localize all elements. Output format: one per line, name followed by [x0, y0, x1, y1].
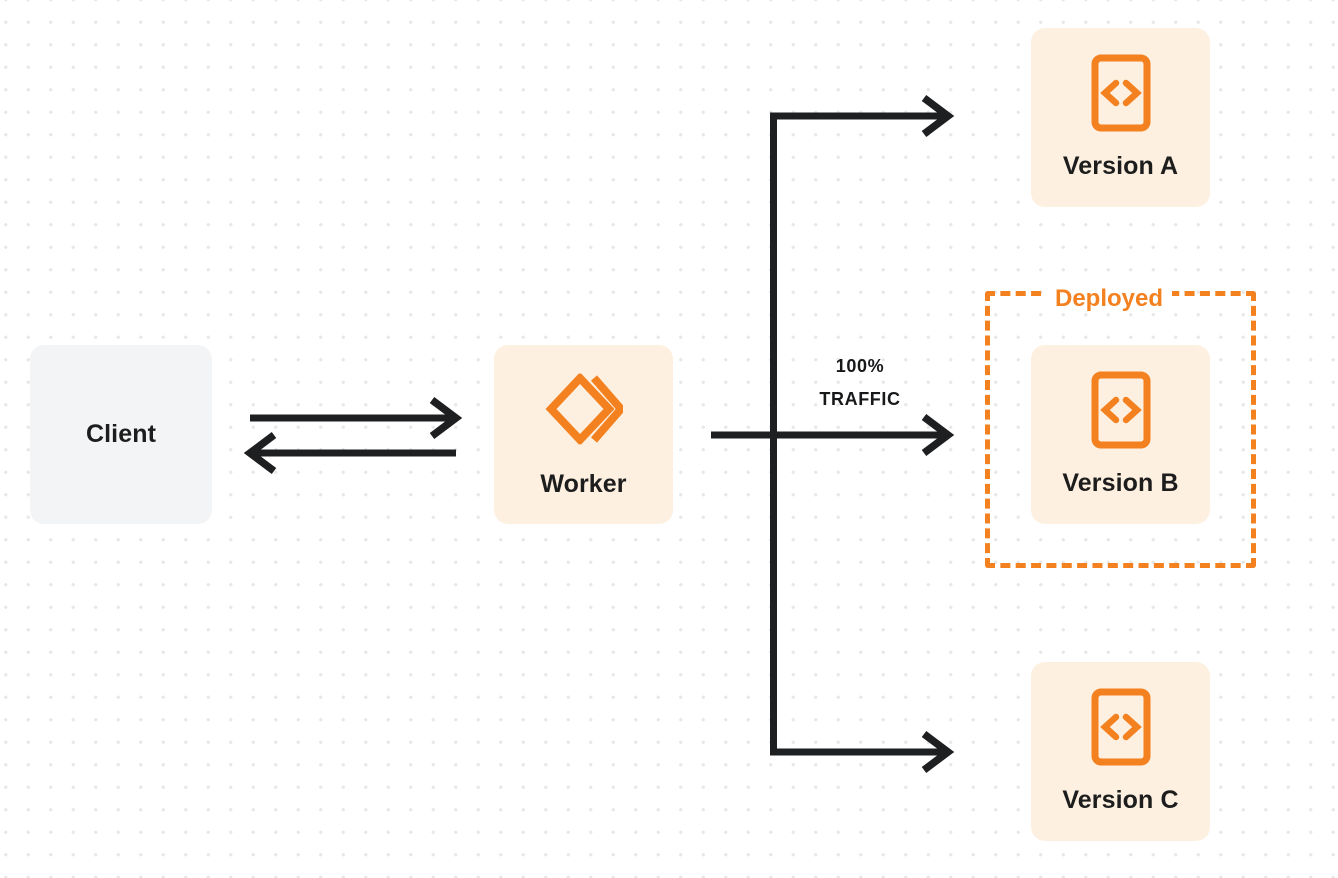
node-worker-label: Worker	[540, 470, 627, 498]
node-version-a[interactable]: Version A	[1031, 28, 1210, 207]
arrow-client-to-worker	[250, 397, 463, 439]
node-version-c-label: Version C	[1062, 786, 1179, 814]
code-file-icon	[1091, 688, 1151, 766]
deployed-group-label: Deployed	[1046, 285, 1173, 313]
node-version-c[interactable]: Version C	[1031, 662, 1210, 841]
code-file-icon	[1091, 54, 1151, 132]
node-client[interactable]: Client	[30, 345, 212, 524]
node-client-label: Client	[85, 420, 157, 448]
node-version-b[interactable]: Version B	[1031, 345, 1210, 524]
code-file-icon	[1091, 371, 1151, 449]
arrow-worker-to-version-b	[770, 414, 955, 456]
workers-logo-icon	[545, 370, 623, 448]
node-version-a-label: Version A	[1062, 152, 1179, 180]
traffic-percent: 100%	[835, 356, 885, 376]
arrow-worker-to-version-c	[770, 731, 955, 773]
arrow-worker-to-version-a	[770, 95, 955, 137]
node-version-b-label: Version B	[1062, 469, 1179, 497]
arrow-worker-to-client	[243, 432, 456, 474]
traffic-label: 100% TRAFFIC	[795, 350, 925, 416]
node-worker[interactable]: Worker	[494, 345, 673, 524]
traffic-unit: TRAFFIC	[819, 389, 901, 409]
connector-trunk	[711, 116, 790, 752]
